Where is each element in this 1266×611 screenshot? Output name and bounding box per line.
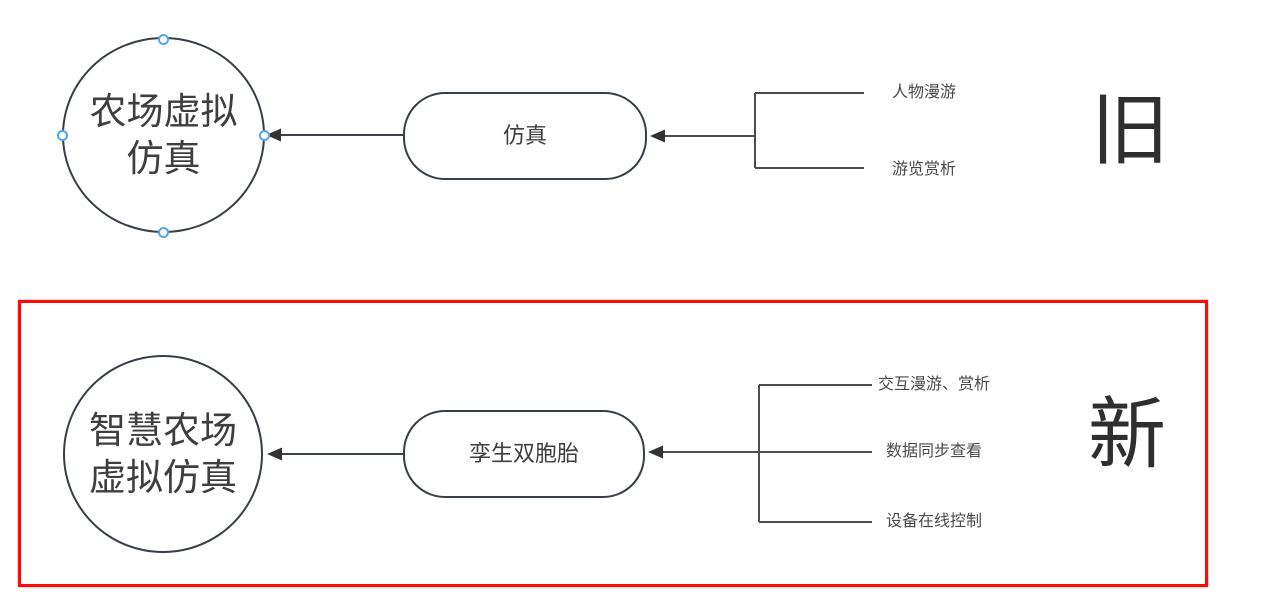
- branch-label-device-online-control[interactable]: 设备在线控制: [886, 513, 983, 530]
- selection-handle-top[interactable]: [158, 34, 169, 45]
- branch-label-data-sync-view[interactable]: 数据同步查看: [886, 443, 983, 460]
- selection-handle-right[interactable]: [259, 130, 270, 141]
- new-section-tag[interactable]: 新: [1087, 390, 1166, 478]
- branch-label-tour-appreciation[interactable]: 游览赏析: [892, 161, 957, 178]
- connector-twin-to-new-circle[interactable]: [267, 447, 403, 461]
- node-label-line: 仿真: [126, 138, 201, 179]
- new-section-highlight-frame[interactable]: [18, 300, 1208, 587]
- connector-simulation-to-old-circle[interactable]: [266, 128, 403, 142]
- node-simulation[interactable]: 仿真: [403, 92, 647, 180]
- node-label: 孪生双胞胎: [468, 441, 579, 466]
- old-section-tag[interactable]: 旧: [1090, 86, 1169, 174]
- connector-new-branches-to-twin[interactable]: [648, 384, 872, 523]
- node-label: 仿真: [502, 123, 547, 148]
- selection-handle-left[interactable]: [57, 130, 68, 141]
- node-label-line: 智慧农场: [89, 410, 237, 451]
- selection-handle-bottom[interactable]: [158, 227, 169, 238]
- node-label-line: 农场虚拟: [89, 91, 238, 132]
- branch-label-interactive-roaming[interactable]: 交互漫游、赏析: [878, 376, 991, 393]
- branch-label-character-roaming[interactable]: 人物漫游: [892, 84, 957, 101]
- node-farm-virtual-simulation[interactable]: 农场虚拟 仿真: [62, 37, 265, 233]
- connector-old-branches-to-simulation[interactable]: [650, 92, 864, 169]
- node-digital-twin[interactable]: 孪生双胞胎: [403, 410, 645, 498]
- node-label-line: 虚拟仿真: [89, 457, 237, 498]
- node-smart-farm-virtual-simulation[interactable]: 智慧农场 虚拟仿真: [63, 355, 263, 553]
